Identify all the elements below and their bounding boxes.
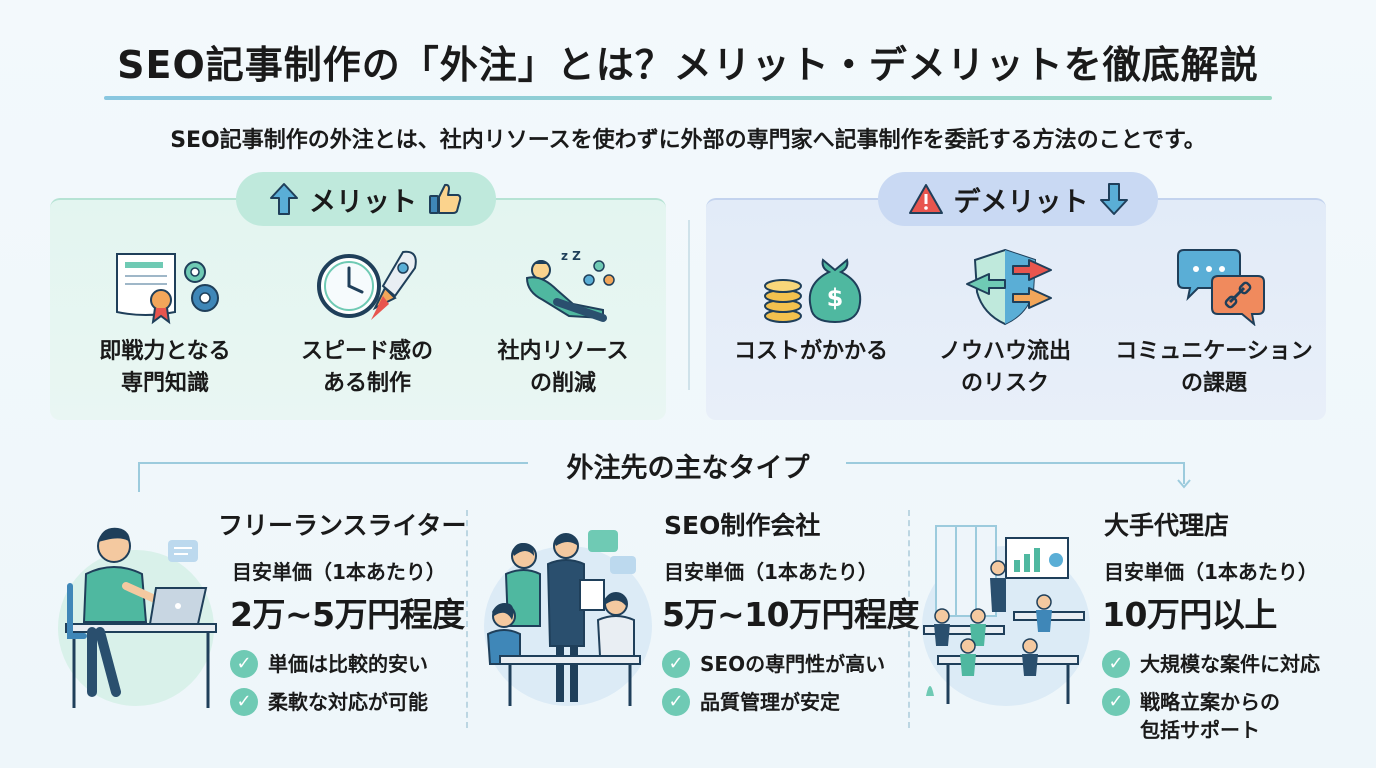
demerit-item-leak: ノウハウ流出 のリスク	[910, 246, 1100, 400]
merit-item-label-2: の削減	[529, 371, 596, 396]
feature-item: ✓ 戦略立案からの 包括サポート	[1102, 688, 1280, 744]
merit-item-speed: スピード感の ある制作	[272, 246, 462, 400]
feature-item: ✓ 単価は比較的安い	[230, 650, 428, 678]
money-bag-coins-icon: $	[764, 258, 862, 324]
check-icon: ✓	[1102, 688, 1130, 716]
shield-arrows-icon	[966, 248, 1052, 326]
feature-label: 単価は比較的安い	[268, 652, 428, 676]
svg-text:$: $	[827, 284, 844, 312]
type-name-freelance: フリーランスライター	[218, 511, 467, 540]
type-name-agency: 大手代理店	[1104, 511, 1230, 540]
types-bracket-left-down	[138, 462, 140, 492]
check-icon: ✓	[662, 650, 690, 678]
page-subtitle: SEO記事制作の外注とは、社内リソースを使わずに外部の専門家へ記事制作を委託する…	[170, 128, 1206, 153]
feature-label-line-2: 包括サポート	[1140, 718, 1260, 742]
type-name-seo-company: SEO制作会社	[664, 511, 821, 540]
merit-item-label-1: 社内リソース	[497, 339, 629, 364]
card-divider-2	[908, 510, 910, 728]
clock-rocket-icon	[317, 250, 417, 320]
check-icon: ✓	[230, 688, 258, 716]
feature-item: ✓ SEOの専門性が高い	[662, 650, 885, 678]
type-price-label: 目安単価（1本あたり）	[1104, 560, 1318, 584]
seo-company-illustration	[484, 530, 652, 706]
thumbs-up-icon	[429, 183, 462, 214]
demerit-item-label-1: コストがかかる	[733, 339, 888, 364]
card-divider-1	[466, 510, 468, 728]
demerit-label-pill: デメリット	[878, 172, 1158, 226]
arrow-down-icon	[1099, 183, 1128, 215]
merit-label-pill: メリット	[236, 172, 496, 226]
relaxing-person-icon: z Z	[525, 249, 615, 322]
certificate-gears-icon	[116, 253, 219, 325]
types-heading: 外注先の主なタイプ	[566, 453, 810, 484]
type-price-label: 目安単価（1本あたり）	[232, 560, 446, 584]
title-underline	[104, 96, 1272, 100]
check-icon: ✓	[1102, 650, 1130, 678]
feature-item: ✓ 柔軟な対応が可能	[230, 688, 428, 716]
check-icon: ✓	[662, 688, 690, 716]
svg-text:z Z: z Z	[561, 249, 581, 263]
type-price-label: 目安単価（1本あたり）	[664, 560, 878, 584]
arrow-up-icon	[270, 183, 298, 215]
merit-item-resource: z Z 社内リソース の削減	[468, 246, 658, 400]
feature-label: 柔軟な対応が可能	[268, 690, 428, 714]
feature-label: 品質管理が安定	[700, 690, 840, 714]
chevron-down-icon	[1177, 479, 1191, 489]
type-price: 10万円以上	[1102, 595, 1277, 634]
section-divider	[688, 220, 690, 390]
demerit-label: デメリット	[953, 186, 1089, 218]
merit-item-label-2: ある制作	[322, 371, 411, 396]
type-price: 5万~10万円程度	[662, 595, 920, 634]
demerit-item-label-1: ノウハウ流出	[938, 339, 1071, 364]
demerit-item-communication: コミュニケーション の課題	[1104, 246, 1324, 400]
feature-label: 大規模な案件に対応	[1140, 652, 1320, 676]
check-icon: ✓	[230, 650, 258, 678]
demerit-item-label-1: コミュニケーション	[1115, 339, 1313, 364]
types-bracket-right	[846, 462, 1184, 464]
types-bracket-right-down	[1183, 462, 1185, 484]
type-price: 2万~5万円程度	[230, 595, 465, 634]
chat-bubbles-icon	[1177, 249, 1265, 326]
types-bracket-left	[138, 462, 528, 464]
feature-label-line-1: 戦略立案からの	[1140, 690, 1280, 714]
merit-item-label-1: スピード感の	[300, 339, 433, 364]
demerit-item-label-2: のリスク	[960, 371, 1049, 396]
freelancer-illustration	[58, 527, 217, 708]
agency-office-illustration	[922, 525, 1090, 706]
merit-item-label-1: 即戦力となる	[99, 339, 231, 364]
warning-icon	[908, 184, 943, 214]
demerit-item-cost: $ コストがかかる	[716, 246, 906, 368]
page-title: SEO記事制作の「外注」とは？メリット・デメリットを徹底解説	[117, 43, 1259, 87]
feature-label-multiline: 戦略立案からの 包括サポート	[1140, 688, 1280, 744]
demerit-item-label-2: の課題	[1180, 371, 1247, 396]
feature-item: ✓ 大規模な案件に対応	[1102, 650, 1320, 678]
feature-label: SEOの専門性が高い	[700, 652, 886, 676]
feature-item: ✓ 品質管理が安定	[662, 688, 840, 716]
merit-label: メリット	[309, 186, 417, 218]
merit-item-expertise: 即戦力となる 専門知識	[70, 246, 260, 400]
merit-item-label-2: 専門知識	[120, 371, 209, 396]
